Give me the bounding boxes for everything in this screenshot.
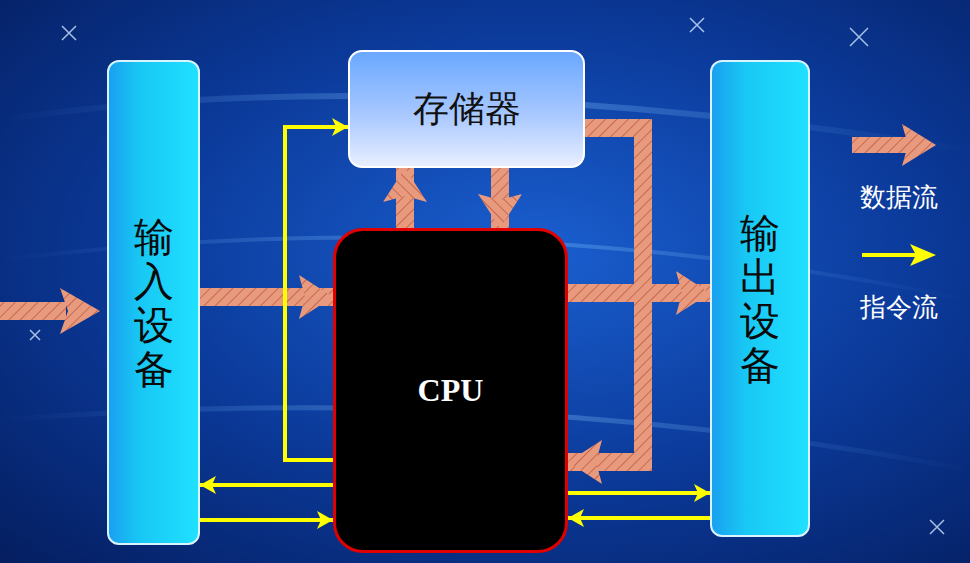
- instruction-flow-sample: [850, 232, 950, 278]
- data-flow-arrow: [491, 168, 509, 228]
- input-device-bar: 输入设备: [107, 60, 200, 545]
- external-input-arrow: [0, 288, 100, 334]
- data-flow-sample: [850, 122, 950, 168]
- instruction-flow-arrow: [568, 491, 710, 495]
- node-label: 输入设备: [134, 215, 174, 391]
- data-flow-arrow: [568, 284, 710, 302]
- data-flow-arrow: [396, 168, 414, 228]
- instruction-flow-arrow: [568, 516, 710, 520]
- legend-entry: 数据流: [850, 122, 950, 215]
- node-label: 输出设备: [740, 211, 780, 387]
- node-label: CPU: [418, 372, 484, 409]
- legend-entry: 指令流: [850, 232, 950, 325]
- output-device-bar: 输出设备: [710, 60, 810, 537]
- cpu-box: CPU: [333, 228, 568, 553]
- instruction-flow-arrow: [200, 518, 333, 522]
- node-label: 存储器: [413, 85, 521, 134]
- instruction-flow-arrow: [200, 483, 333, 487]
- legend-label: 指令流: [860, 290, 950, 325]
- memory-box: 存储器: [348, 50, 585, 168]
- data-flow-arrow: [200, 288, 333, 306]
- legend-label: 数据流: [860, 180, 950, 215]
- data-flow-arrow: [568, 128, 643, 462]
